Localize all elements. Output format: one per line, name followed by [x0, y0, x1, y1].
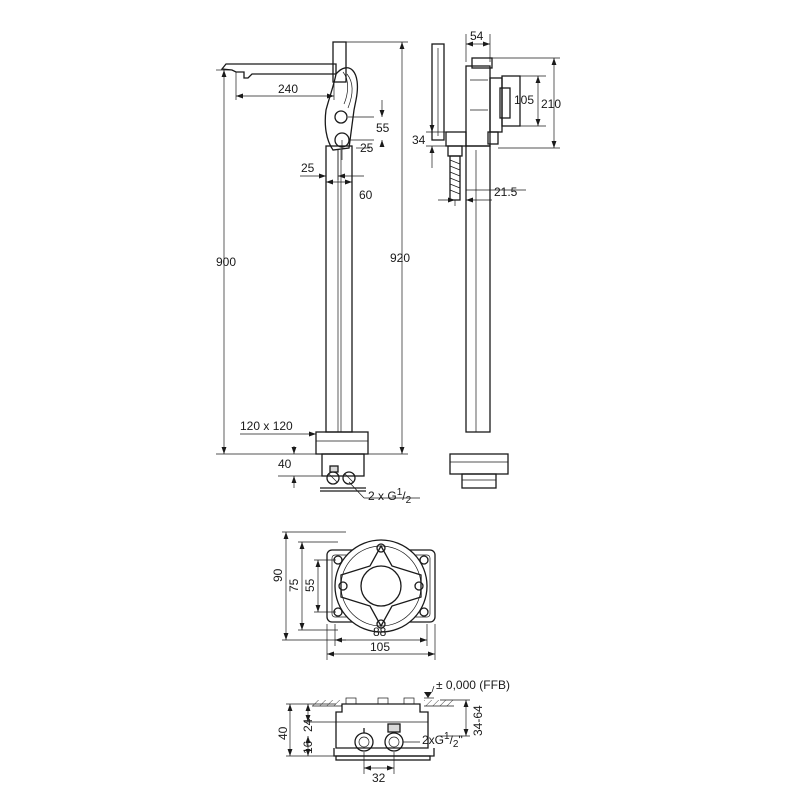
box-body — [335, 703, 429, 749]
lever-handle — [332, 41, 347, 83]
hand-shower — [431, 43, 445, 141]
dim-spout-reach: 240 — [278, 82, 298, 96]
plan-view: 90 75 55 88 105 — [271, 531, 436, 660]
floor-hatch-right — [424, 700, 454, 706]
dim-handle-55: 55 — [376, 121, 390, 135]
installation-box — [321, 453, 365, 477]
floor-hatch-left — [312, 700, 342, 706]
shower-holder — [445, 131, 467, 147]
dim-height-900: 900 — [216, 255, 236, 269]
dim-box-32: 32 — [372, 771, 386, 785]
dim-pipe-25: 25 — [301, 161, 315, 175]
dim-plan-55: 55 — [303, 578, 317, 592]
dim-pipe-60: 60 — [359, 188, 373, 202]
cross-frame — [340, 544, 422, 628]
handle-pivot — [334, 110, 348, 124]
spout — [220, 63, 337, 79]
ffb-label: ± 0,000 (FFB) — [436, 678, 510, 692]
dim-offset-215: 21.5 — [494, 185, 518, 199]
dim-box-3464: 34-64 — [471, 705, 485, 736]
dim-body-105: 105 — [514, 93, 534, 107]
dim-box-40: 40 — [276, 726, 290, 740]
center-bore — [360, 565, 402, 607]
dim-body-210: 210 — [541, 97, 561, 111]
dim-plan-90: 90 — [271, 568, 285, 582]
connection-label: 2 x G1/2 — [368, 487, 412, 506]
connection-right — [342, 471, 356, 485]
dim-holder-34: 34 — [412, 133, 426, 147]
base-side — [449, 453, 509, 475]
dim-box-24: 24 — [301, 718, 315, 732]
front-view: 240 900 920 55 25 25 60 120 x 120 — [216, 41, 420, 506]
dim-top-54: 54 — [470, 29, 484, 43]
dim-plan-105: 105 — [370, 640, 390, 654]
riser-column-side — [465, 145, 491, 433]
mixer-body — [324, 67, 358, 151]
box-connection-label: 2xG1/2" — [422, 731, 463, 750]
dim-base-40: 40 — [278, 457, 292, 471]
dim-base-size: 120 x 120 — [240, 419, 293, 433]
side-view: 54 105 210 34 21.5 — [412, 29, 561, 489]
dim-height-920: 920 — [390, 251, 410, 265]
dim-plan-88: 88 — [373, 625, 387, 639]
base-plate — [315, 431, 369, 455]
dim-handle-25: 25 — [360, 141, 374, 155]
riser-column — [325, 145, 353, 433]
mixer-body-side — [465, 65, 491, 147]
lever-side — [501, 75, 521, 127]
box-section: ± 0,000 (FFB) 34-64 40 24 16 32 2xG1/2" — [276, 678, 510, 785]
dim-plan-75: 75 — [287, 578, 301, 592]
dim-box-16: 16 — [301, 740, 315, 754]
